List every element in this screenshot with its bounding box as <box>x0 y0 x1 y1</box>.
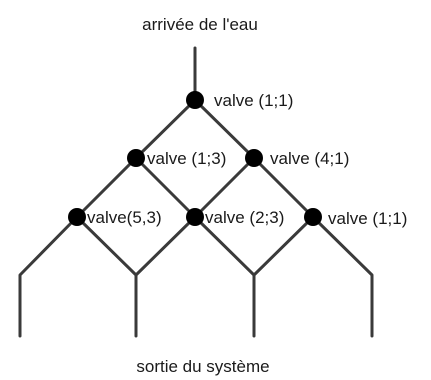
valve-labels: valve (1;1) valve (1;3) valve (4;1) valv… <box>87 91 407 228</box>
outlet-4 <box>311 215 374 338</box>
pipe-mid-left-to-bot-left <box>75 156 138 219</box>
pipe-bot-mid-to-junction-a <box>134 215 197 277</box>
pipe-bot-left-to-junction-a <box>75 215 138 277</box>
diagram-title: arrivée de l'eau <box>142 15 258 34</box>
valve-dot-mid-left <box>127 149 145 167</box>
outlet-1 <box>18 215 79 338</box>
pipe-mid-right-to-bot-right <box>252 156 315 219</box>
pipe-bot-right-to-junction-b <box>252 215 315 277</box>
valve-dot-mid-right <box>245 149 263 167</box>
valves <box>68 91 322 226</box>
valve-label-mid-right: valve (4;1) <box>270 149 349 168</box>
valve-label-mid-left: valve (1;3) <box>147 149 226 168</box>
pipe-top-to-mid-left <box>134 98 197 160</box>
valve-label-bot-right: valve (1;1) <box>328 209 407 228</box>
valve-dot-bot-mid <box>186 208 204 226</box>
pipe-mid-left-to-bot-mid <box>134 156 197 219</box>
pipe-bot-mid-to-junction-b <box>193 215 256 277</box>
valve-dot-top <box>186 91 204 109</box>
diagram-footer: sortie du système <box>136 357 269 376</box>
pipe-network <box>18 46 374 338</box>
valve-dot-bot-right <box>304 208 322 226</box>
valve-label-bot-mid: valve (2;3) <box>205 208 284 227</box>
pipe-mid-right-to-bot-mid <box>193 156 256 219</box>
valve-label-top: valve (1;1) <box>214 91 293 110</box>
valve-label-bot-left: valve(5,3) <box>87 208 162 227</box>
pipe-top-to-mid-right <box>193 98 256 160</box>
valve-dot-bot-left <box>68 208 86 226</box>
